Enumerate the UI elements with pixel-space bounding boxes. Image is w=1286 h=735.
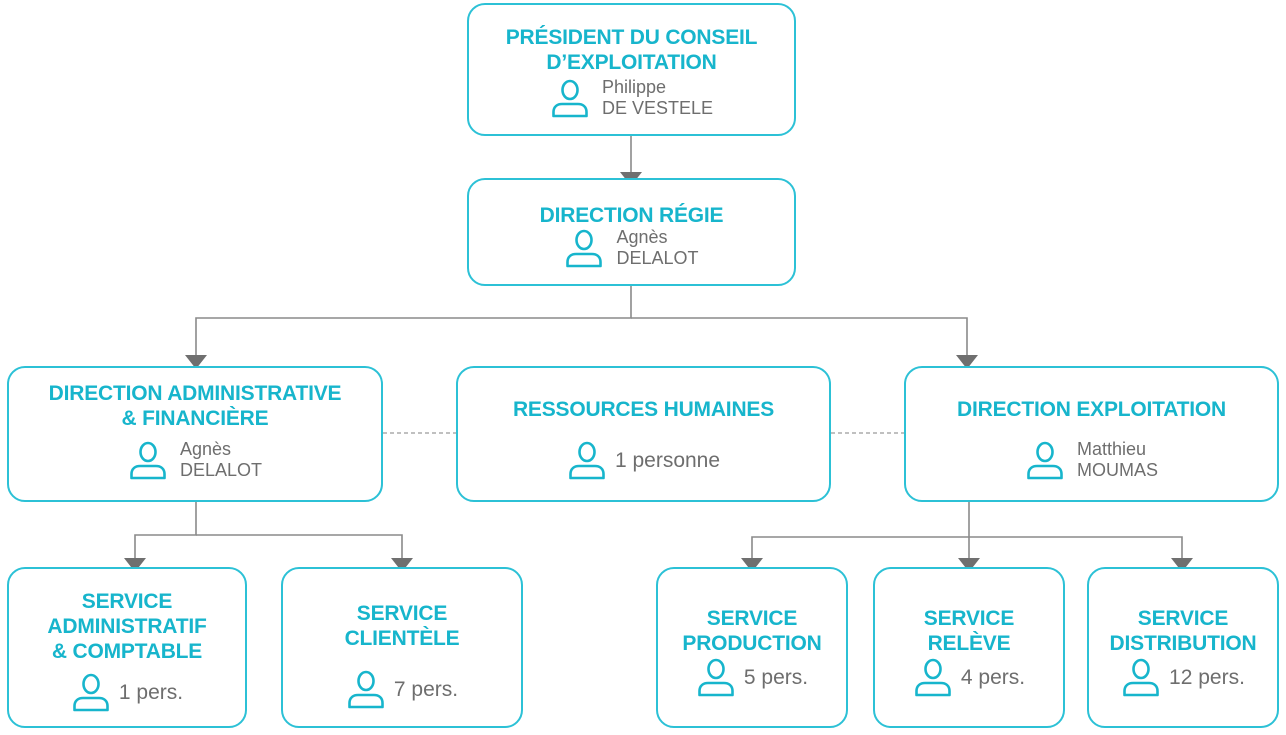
person-count: 1 personne — [614, 448, 721, 472]
arrow-to-service-clientele — [391, 558, 413, 572]
person-icon — [1123, 658, 1159, 697]
person-icon — [915, 658, 951, 697]
arrow-to-direction-admin — [185, 355, 207, 369]
connector-regie-exploitation — [631, 317, 968, 355]
node-service-distribution: SERVICE DISTRIBUTION 12 pers. — [1087, 567, 1279, 728]
person-count: 4 pers. — [960, 665, 1026, 689]
node-title: DIRECTION ADMINISTRATIVE & FINANCIÈRE — [48, 382, 342, 430]
node-title: PRÉSIDENT DU CONSEIL D’EXPLOITATION — [505, 26, 758, 74]
person-row: 1 personne — [458, 440, 829, 480]
node-direction-administrative: DIRECTION ADMINISTRATIVE & FINANCIÈRE Ag… — [7, 366, 383, 502]
person-icon — [130, 441, 166, 480]
person-row: 7 pers. — [283, 669, 521, 709]
node-ressources-humaines: RESSOURCES HUMAINES 1 personne — [456, 366, 831, 502]
person-icon — [1027, 441, 1063, 480]
arrow-to-service-releve — [958, 558, 980, 572]
connector-regie-admin — [195, 286, 632, 355]
node-title: DIRECTION RÉGIE — [539, 204, 724, 227]
node-service-administratif: SERVICE ADMINISTRATIF & COMPTABLE 1 pers… — [7, 567, 247, 728]
node-service-production: SERVICE PRODUCTION 5 pers. — [656, 567, 848, 728]
node-president: PRÉSIDENT DU CONSEIL D’EXPLOITATION Phil… — [467, 3, 796, 136]
person-row: 12 pers. — [1089, 657, 1277, 697]
node-title: DIRECTION EXPLOITATION — [957, 398, 1226, 421]
arrow-to-direction-exploitation — [956, 355, 978, 369]
connector-admin-service-admin — [134, 502, 197, 560]
node-title: SERVICE PRODUCTION — [682, 607, 822, 655]
arrow-to-service-admin — [124, 558, 146, 572]
connector-exploitation-service-production — [751, 536, 969, 560]
person-count: 7 pers. — [393, 677, 459, 701]
person-icon — [348, 670, 384, 709]
node-title: SERVICE RELÈVE — [923, 607, 1015, 655]
node-title: SERVICE ADMINISTRATIF & COMPTABLE — [47, 590, 207, 663]
person-icon — [566, 229, 603, 268]
person-icon — [698, 658, 734, 697]
person-row: 5 pers. — [658, 657, 846, 697]
node-title: RESSOURCES HUMAINES — [512, 398, 775, 421]
person-row: 4 pers. — [875, 657, 1063, 697]
person-icon — [73, 673, 109, 712]
arrow-to-service-distribution — [1171, 558, 1193, 572]
person-count: 1 pers. — [118, 680, 184, 704]
node-title: SERVICE CLIENTÈLE — [344, 602, 460, 650]
node-title: SERVICE DISTRIBUTION — [1109, 607, 1257, 655]
connector-exploitation-service-distribution — [969, 536, 1183, 560]
person-icon — [552, 79, 588, 118]
person-icon — [569, 441, 605, 480]
person-count: 12 pers. — [1169, 665, 1245, 689]
node-service-clientele: SERVICE CLIENTÈLE 7 pers. — [281, 567, 523, 728]
connector-admin-service-clientele — [196, 534, 403, 560]
person-row: 1 pers. — [9, 672, 245, 712]
person-count: 5 pers. — [743, 665, 809, 689]
arrow-to-service-production — [741, 558, 763, 572]
node-service-releve: SERVICE RELÈVE 4 pers. — [873, 567, 1065, 728]
